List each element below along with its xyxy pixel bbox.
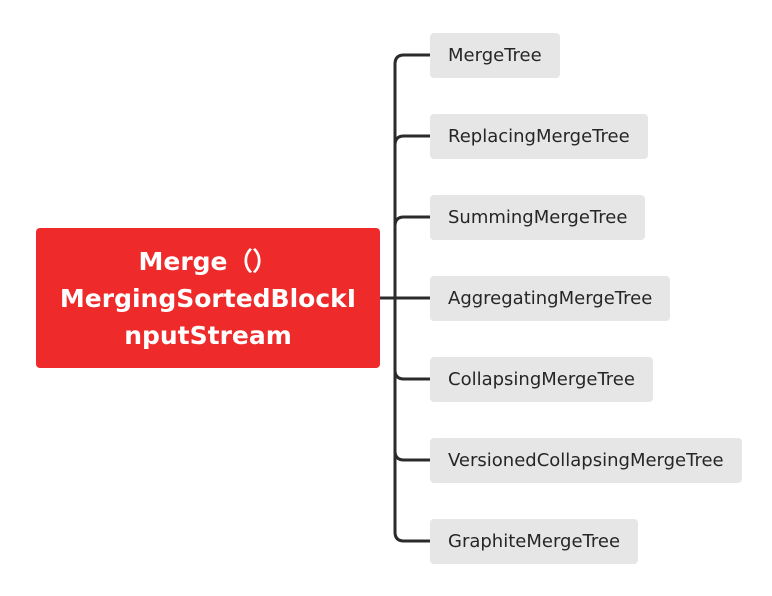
branch-connector-replacing (393, 134, 432, 147)
topic-label: AggregatingMergeTree (448, 288, 653, 309)
topic-label: SummingMergeTree (448, 207, 628, 228)
branch-connector-versioned (393, 449, 432, 462)
topic-node-graphitemergetree[interactable]: GraphiteMergeTree (430, 519, 639, 564)
spine-connector (393, 53, 406, 543)
topic-node-replacingmergetree[interactable]: ReplacingMergeTree (430, 114, 648, 159)
topic-node-mergetree[interactable]: MergeTree (430, 33, 560, 78)
branch-connector-collapsing (393, 368, 432, 381)
branch-connector-summing (393, 215, 432, 228)
topic-node-aggregatingmergetree[interactable]: AggregatingMergeTree (430, 276, 671, 321)
root-topic-node[interactable]: Merge（） MergingSortedBlockI nputStream (36, 228, 380, 368)
topic-node-versionedcollapsingmergetree[interactable]: VersionedCollapsingMergeTree (430, 438, 742, 483)
root-topic-label: Merge（） MergingSortedBlockI nputStream (59, 246, 357, 350)
topic-label: CollapsingMergeTree (448, 369, 635, 390)
topic-label: MergeTree (448, 45, 542, 66)
topic-node-collapsingmergetree[interactable]: CollapsingMergeTree (430, 357, 653, 402)
topic-label: GraphiteMergeTree (448, 531, 621, 552)
topic-label: VersionedCollapsingMergeTree (448, 450, 724, 471)
topic-node-summingmergetree[interactable]: SummingMergeTree (430, 195, 646, 240)
topic-label: ReplacingMergeTree (448, 126, 630, 147)
